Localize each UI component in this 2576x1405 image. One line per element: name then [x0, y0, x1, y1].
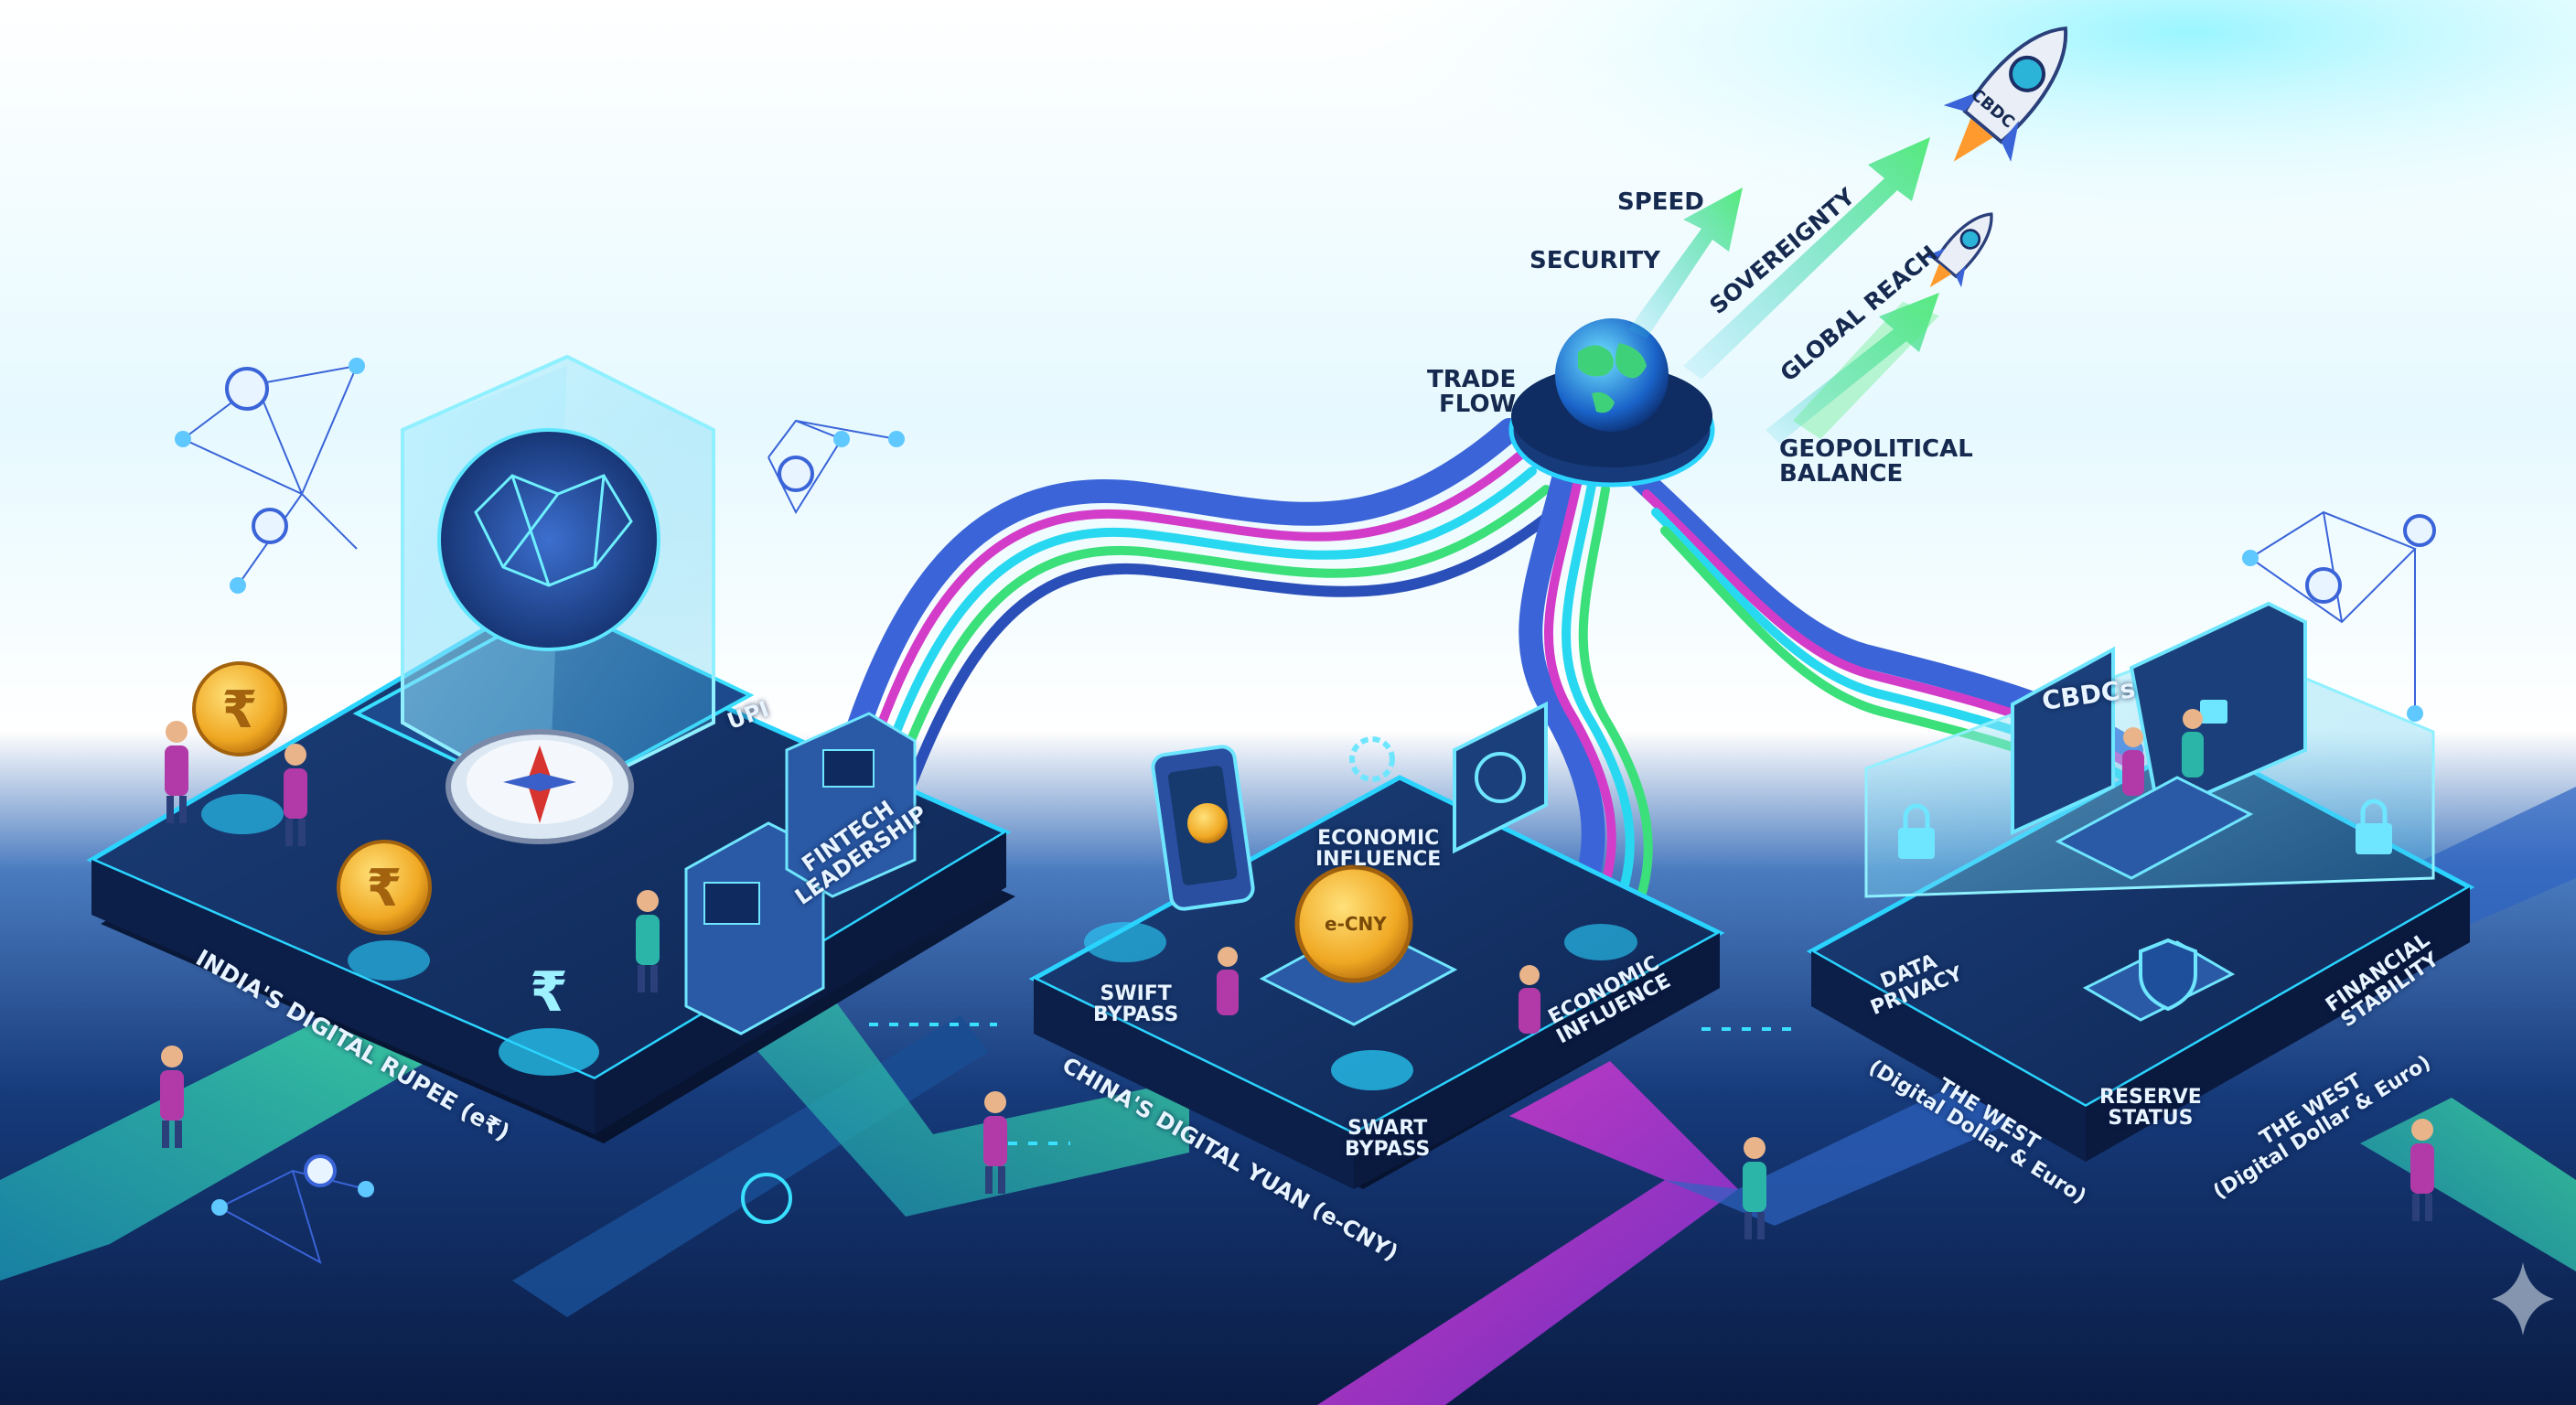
- label-security: SECURITY: [1530, 247, 1660, 274]
- brain-network-icon: [437, 428, 660, 651]
- coin-label-ecny: e-CNY: [1325, 913, 1387, 935]
- label-swift-bypass: SWIFT BYPASS: [1093, 982, 1179, 1027]
- label-economic-influence-top: ECONOMIC INFLUENCE: [1315, 827, 1442, 872]
- top-glow: [0, 0, 2576, 640]
- node-dots: [175, 358, 2423, 1216]
- user-icon: [225, 367, 2436, 1224]
- globe-icon: [1508, 318, 1715, 488]
- sparkle-icon: [2492, 1262, 2554, 1335]
- shield-icon: [2082, 938, 2236, 1022]
- label-reserve-status: RESERVE STATUS: [2099, 1086, 2202, 1131]
- yuan-coin-icon: [1259, 864, 1458, 1090]
- growth-arrows: [1628, 137, 1939, 444]
- rupee-coin-icon: ₹ ₹ ₹: [192, 661, 599, 1076]
- smartphone-icon: [1151, 745, 1255, 911]
- gear-icon: [1349, 736, 1395, 782]
- label-trade-flow: TRADE FLOW: [1427, 366, 1517, 419]
- svg-text:₹: ₹: [367, 859, 402, 918]
- atm-icon: [684, 712, 917, 1035]
- china-platform: [1028, 701, 1725, 1189]
- label-speed: SPEED: [1617, 188, 1704, 216]
- compass-icon: [445, 729, 634, 844]
- label-swart-bypass: SWART BYPASS: [1345, 1117, 1431, 1162]
- svg-text:₹: ₹: [222, 681, 258, 740]
- lock-icon: [1898, 700, 2392, 859]
- people: [160, 709, 2434, 1239]
- india-platform: ₹ ₹ ₹: [86, 354, 1015, 1143]
- monitor-icon: [1453, 701, 1548, 854]
- west-platform: [1806, 601, 2475, 1162]
- rocket-icon: [1924, 26, 2068, 288]
- label-geopolitical-balance: GEOPOLITICAL BALANCE: [1779, 435, 1973, 488]
- svg-text:₹: ₹: [530, 960, 568, 1024]
